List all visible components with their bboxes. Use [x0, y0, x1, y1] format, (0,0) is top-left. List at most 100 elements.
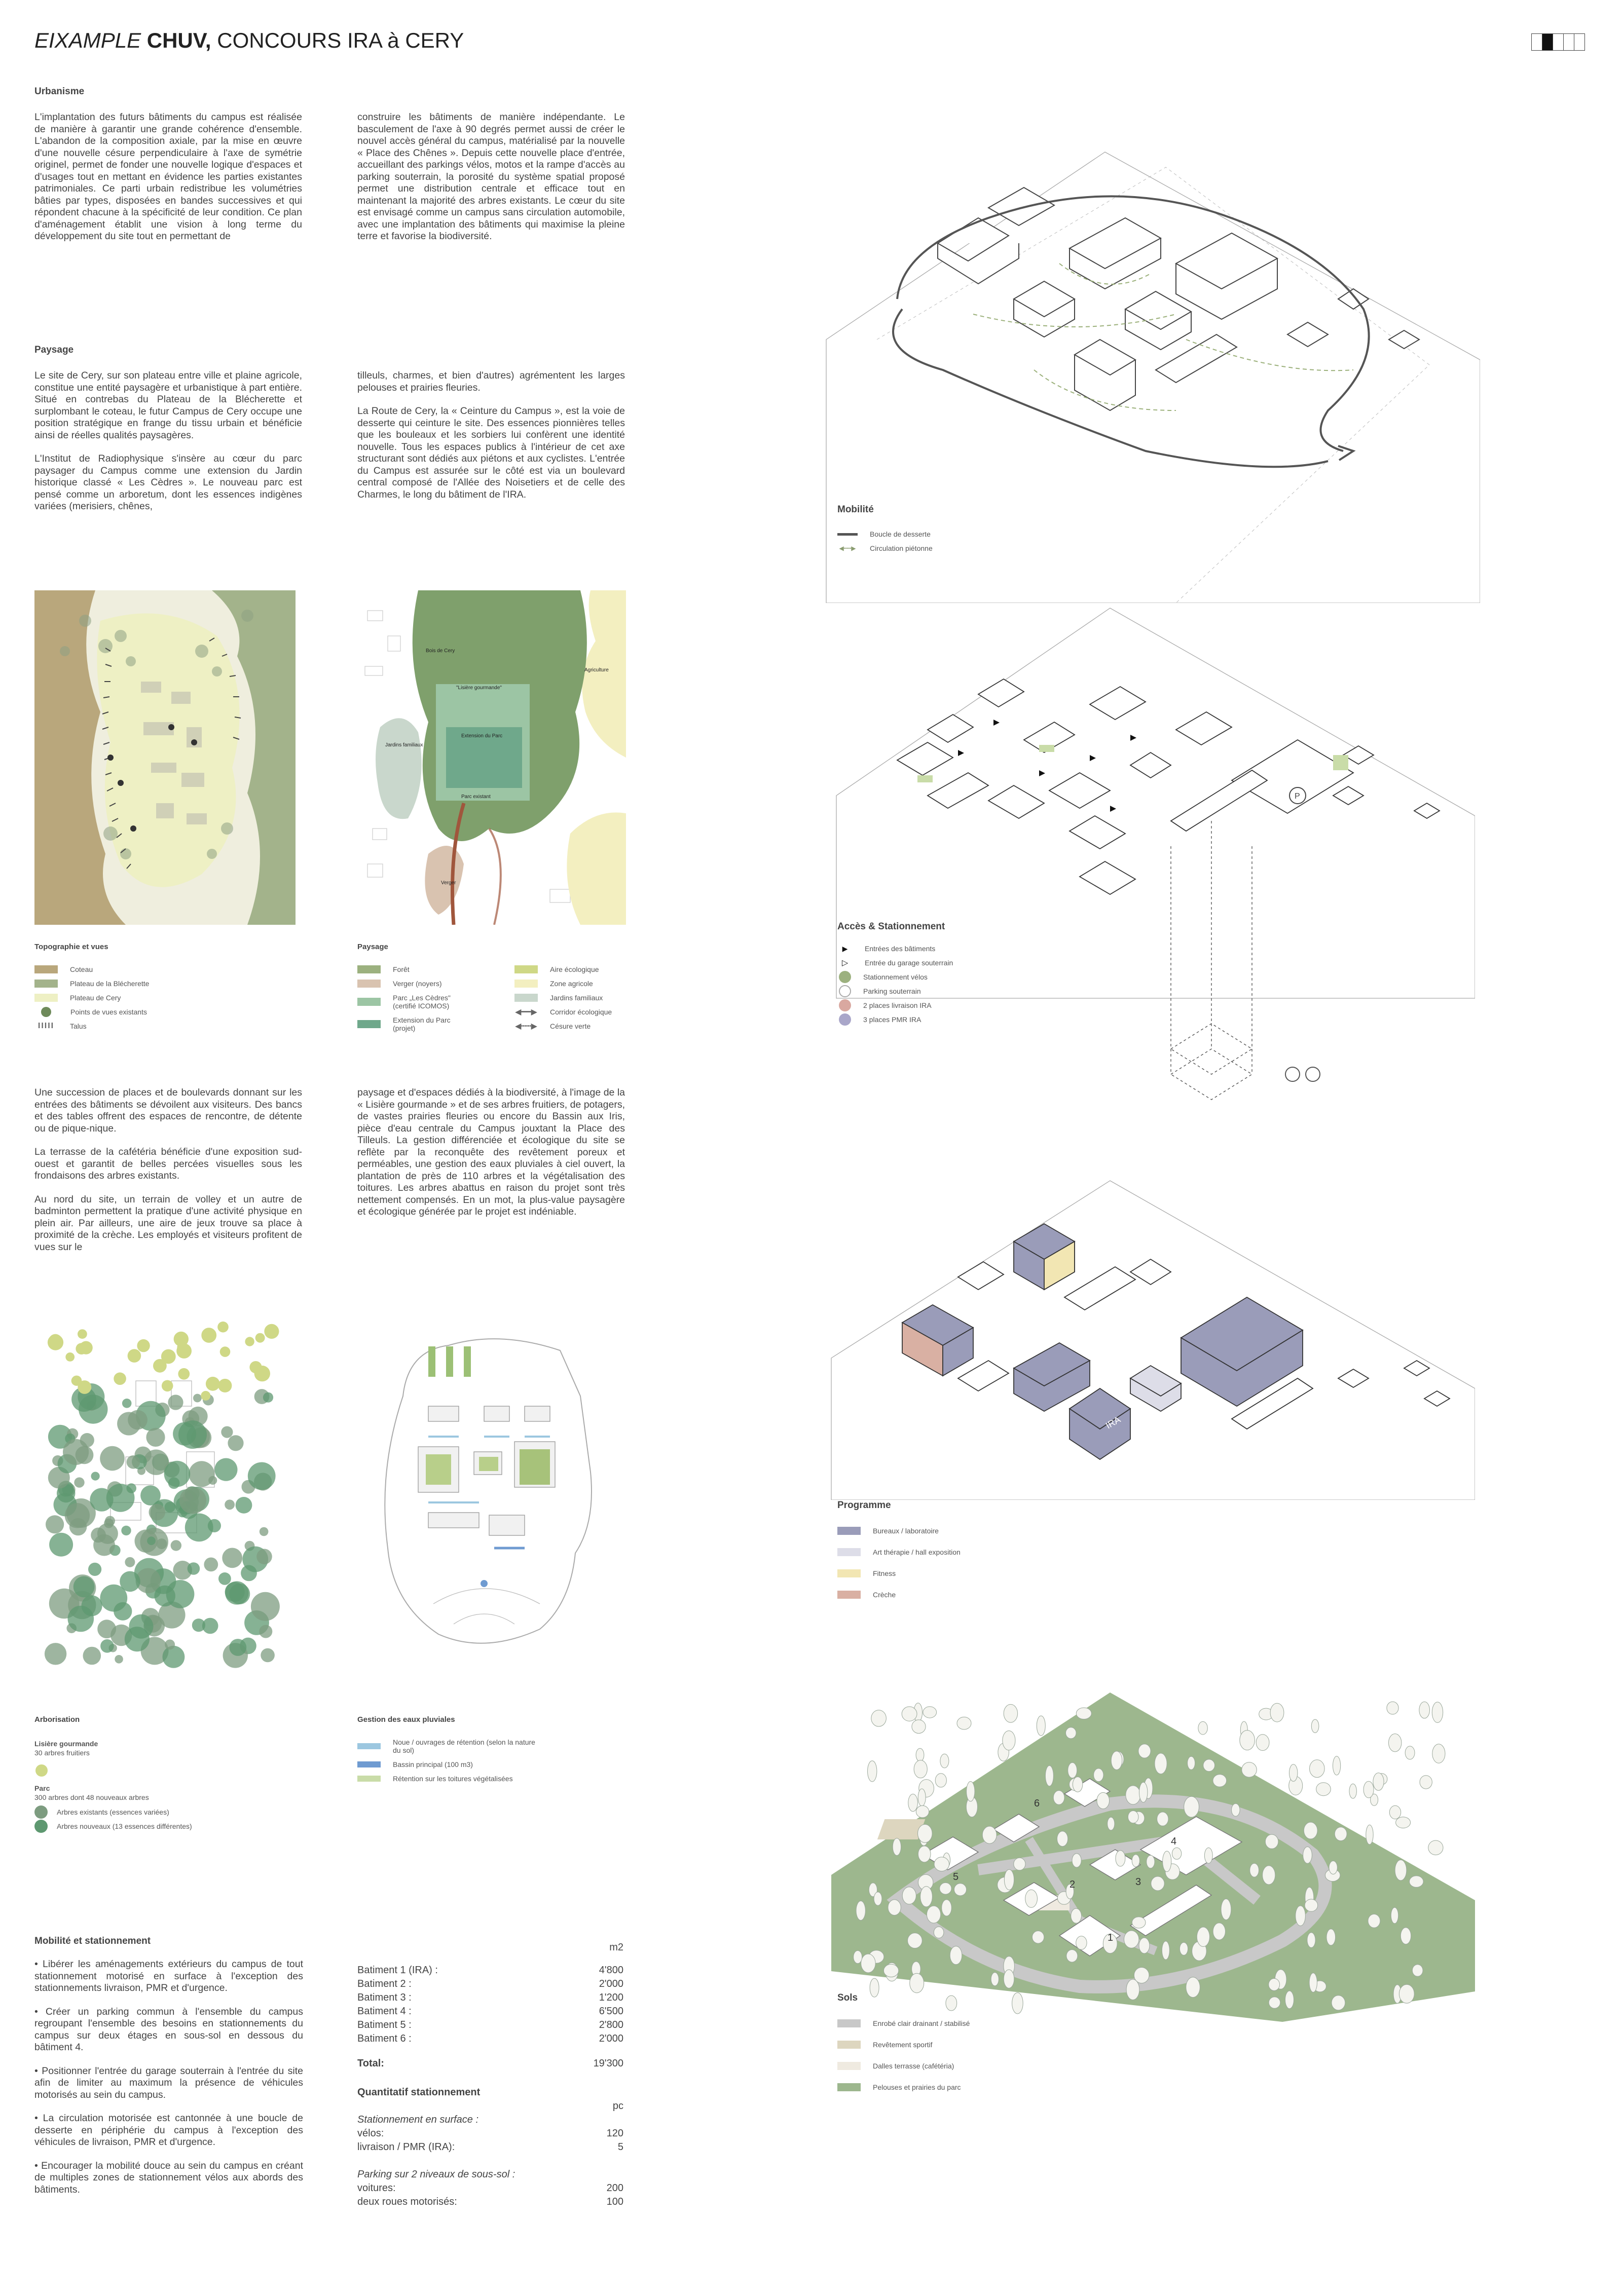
tree-icon	[1239, 1730, 1255, 1751]
tree-icon	[1045, 1765, 1054, 1787]
tree-icon	[235, 1497, 252, 1514]
legend-item: Jardins familiaux	[514, 991, 626, 1005]
tree-icon	[935, 1773, 947, 1788]
axo-mobilite-title: Mobilité	[837, 504, 874, 515]
tree-icon	[229, 1639, 247, 1656]
tree-icon	[225, 1581, 249, 1605]
tree-icon	[228, 1435, 244, 1451]
tree-icon	[1138, 1744, 1151, 1758]
fruit-tree-icon	[153, 1359, 167, 1373]
legend-item: Arbres existants (essences variées)	[34, 1805, 303, 1819]
fruit-tree-icon	[78, 1329, 87, 1339]
tree-icon	[104, 1518, 114, 1528]
tree-icon	[1431, 1702, 1444, 1723]
paysage-heading: Paysage	[34, 345, 74, 355]
entrance-arrow-icon: ▶	[842, 944, 848, 953]
tree-icon	[49, 1532, 73, 1557]
tree-icon	[73, 1576, 95, 1598]
map-topographie	[34, 590, 296, 925]
svg-text:Extension du Parc: Extension du Parc	[461, 733, 502, 739]
map-arborisation	[34, 1320, 303, 1685]
tree-icon	[140, 1485, 161, 1505]
legend-programme: Bureaux / laboratoire Art thérapie / hal…	[837, 1520, 961, 1605]
tree-icon	[158, 1601, 186, 1629]
pager-icon	[1531, 33, 1585, 51]
tree-icon	[179, 1487, 206, 1514]
tree-icon	[913, 1760, 928, 1779]
tree-icon	[982, 1826, 997, 1844]
tree-icon	[915, 1805, 930, 1818]
tree-icon	[1268, 1978, 1280, 1991]
fruit-tree-icon	[218, 1378, 232, 1392]
svg-text:Parc existant: Parc existant	[461, 794, 491, 800]
svg-text:Verger: Verger	[441, 880, 456, 886]
table-row: Batiment 2 :2'000	[357, 1978, 623, 1989]
tree-icon	[861, 1953, 876, 1973]
view-point-icon	[41, 1007, 51, 1017]
axo-sols: 1 2 3 4 5 6	[826, 1687, 1475, 2022]
map-eaux	[357, 1320, 626, 1685]
legend-mobilite: Boucle de desserte ◀┅┅▶Circulation piéto…	[837, 527, 933, 555]
tree-icon	[120, 1571, 140, 1592]
tree-icon	[911, 1719, 926, 1734]
tree-icon	[147, 1536, 156, 1546]
places-text-1: Une succession de places et de boulevard…	[34, 1087, 302, 1253]
fruit-tree-icon	[219, 1346, 231, 1357]
tree-icon	[1295, 1905, 1306, 1927]
tree-icon	[1307, 1932, 1316, 1948]
tree-icon	[1066, 1949, 1078, 1963]
tree-icon	[1204, 1847, 1213, 1864]
axo-acces-title: Accès & Stationnement	[837, 921, 945, 932]
legend-sols: Enrobé clair drainant / stabilisé Revête…	[837, 2013, 970, 2098]
tree-icon	[1076, 1707, 1092, 1720]
tree-icon	[1093, 1768, 1104, 1782]
tree-icon	[1231, 1803, 1240, 1817]
tree-icon	[1107, 1817, 1115, 1831]
tree-icon	[1241, 1762, 1257, 1778]
tree-icon	[263, 1392, 274, 1403]
legend-item: Arbres nouveaux (13 essences différentes…	[34, 1819, 303, 1833]
tree-icon	[1405, 1746, 1415, 1760]
svg-text:Agriculture: Agriculture	[584, 667, 609, 673]
tree-icon	[48, 1424, 72, 1449]
table-row: Batiment 1 (IRA) :4'800	[357, 1965, 623, 1976]
tree-icon	[1268, 1997, 1281, 2009]
tree-icon	[122, 1399, 132, 1408]
legend-item: Rétention sur les toitures végétalisées	[357, 1772, 626, 1786]
legend-item: Parc „Les Cèdres" (certifié ICOMOS)	[357, 991, 514, 1013]
tree-icon	[1125, 1785, 1141, 1805]
tree-icon	[917, 1846, 931, 1863]
legend-item: Zone agricole	[514, 976, 626, 991]
table-total-row: Total:19'300	[357, 2058, 623, 2069]
legend-item: 2 places livraison IRA	[837, 998, 953, 1012]
tree-icon	[1409, 1875, 1424, 1888]
tree-icon	[901, 1706, 917, 1722]
tree-icon	[88, 1562, 102, 1576]
tree-icon	[908, 1793, 918, 1812]
parking-icon	[839, 985, 851, 997]
svg-text:Jardins familiaux: Jardins familiaux	[385, 742, 423, 748]
tree-icon	[1289, 1764, 1298, 1782]
tree-icon	[1138, 1937, 1150, 1954]
tree-icon	[149, 1503, 166, 1521]
tree-icon	[1171, 1847, 1182, 1860]
tree-icon	[1196, 1927, 1210, 1947]
fruit-tree-icon	[201, 1328, 217, 1343]
tree-icon	[83, 1646, 101, 1665]
table-row: Batiment 3 :1'200	[357, 1992, 623, 2003]
legend-item: Bureaux / laboratoire	[837, 1520, 961, 1541]
tree-icon	[185, 1513, 213, 1542]
fruit-tree-icon	[254, 1365, 270, 1382]
tree-icon	[1311, 1719, 1319, 1734]
tree-icon	[71, 1387, 96, 1412]
tree-icon	[915, 1748, 925, 1762]
tree-icon	[1390, 1907, 1399, 1924]
tree-icon	[218, 1572, 231, 1585]
tree-icon	[1366, 1824, 1374, 1845]
fruit-tree-icon	[245, 1337, 254, 1346]
tree-icon	[1067, 1762, 1078, 1779]
fruit-tree-icon	[47, 1334, 64, 1350]
tree-icon	[888, 1899, 901, 1916]
delivery-icon	[839, 999, 851, 1011]
